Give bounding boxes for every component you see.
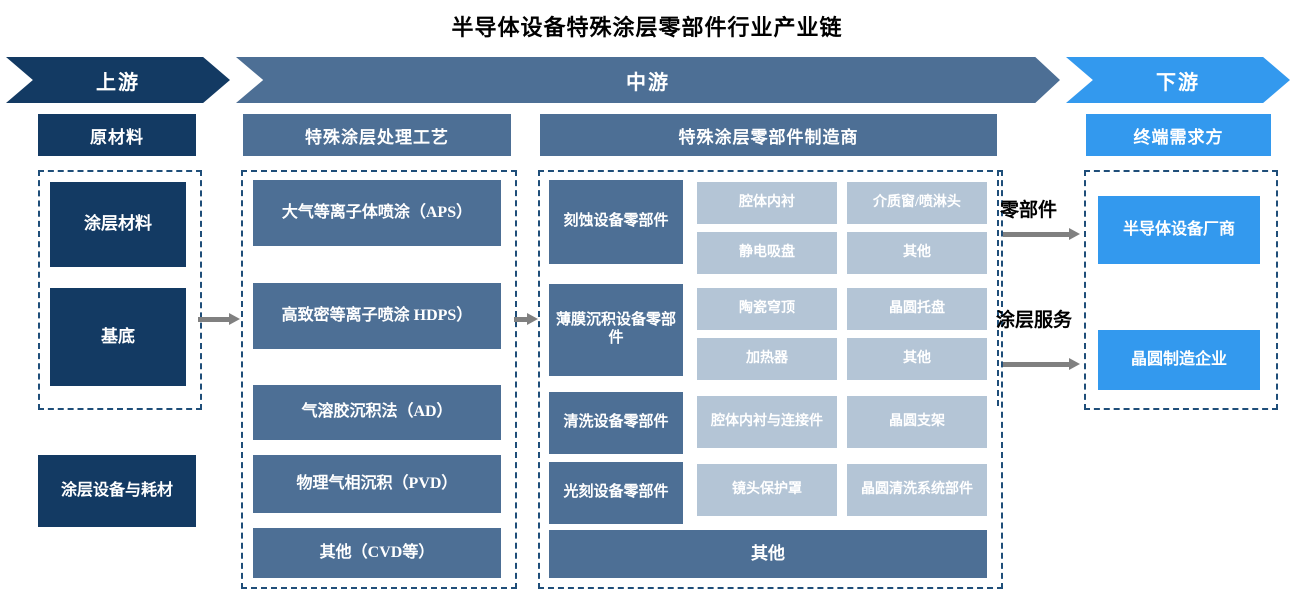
box-category-cleaning: 清洗设备零部件 <box>549 392 683 454</box>
box-part-heater: 加热器 <box>697 338 837 380</box>
box-part-lens-cover: 镜头保护罩 <box>697 464 837 516</box>
stage-label-downstream: 下游 <box>1156 71 1200 94</box>
box-semiconductor-equipment-maker: 半导体设备厂商 <box>1098 196 1260 264</box>
box-category-lithography: 光刻设备零部件 <box>549 462 683 524</box>
box-category-etching: 刻蚀设备零部件 <box>549 180 683 264</box>
page-title: 半导体设备特殊涂层零部件行业产业链 <box>451 15 843 40</box>
box-substrate: 基底 <box>50 288 186 386</box>
box-part-electrostatic-chuck: 静电吸盘 <box>697 232 837 274</box>
box-part-ceramic-dome: 陶瓷穹顶 <box>697 288 837 330</box>
group-outline-process <box>241 170 517 589</box>
stage-label-midstream: 中游 <box>626 71 670 94</box>
stage-banner-upstream: 上游 <box>6 57 230 103</box>
flow-label-components: 零部件 <box>1000 200 1058 221</box>
arrow-maker-to-wafer-fab <box>1003 358 1081 370</box>
arrow-maker-to-equipment-maker <box>1003 228 1081 240</box>
box-coating-material: 涂层材料 <box>50 182 186 267</box>
arrow-process-to-maker <box>514 313 538 325</box>
stage-label-upstream: 上游 <box>96 71 140 94</box>
group-outline-maker <box>538 170 1003 589</box>
box-maker-other: 其他 <box>549 530 987 578</box>
box-part-liner-and-connector: 腔体内衬与连接件 <box>697 396 837 448</box>
box-coating-equipment-consumables: 涂层设备与耗材 <box>38 455 196 527</box>
box-part-wafer-holder: 晶圆支架 <box>847 396 987 448</box>
box-process-other-cvd: 其他（CVD等） <box>253 528 501 578</box>
stage-banner-midstream: 中游 <box>236 57 1060 103</box>
box-part-wafer-tray: 晶圆托盘 <box>847 288 987 330</box>
box-process-ad: 气溶胶沉积法（AD） <box>253 385 501 440</box>
group-outline-downstream <box>1084 170 1278 410</box>
section-header-end-demand: 终端需求方 <box>1086 114 1271 156</box>
box-category-deposition: 薄膜沉积设备零部件 <box>549 284 683 376</box>
box-part-deposition-other: 其他 <box>847 338 987 380</box>
section-header-raw-materials: 原材料 <box>38 114 196 156</box>
box-process-pvd: 物理气相沉积（PVD） <box>253 455 501 513</box>
box-part-etching-other: 其他 <box>847 232 987 274</box>
flow-label-coating-service: 涂层服务 <box>996 310 1073 331</box>
box-process-hdps: 高致密等离子喷涂 HDPS） <box>253 283 501 349</box>
box-process-aps: 大气等离子体喷涂（APS） <box>253 180 501 246</box>
box-part-chamber-liner: 腔体内衬 <box>697 182 837 224</box>
box-wafer-fab-company: 晶圆制造企业 <box>1098 330 1260 390</box>
group-outline-flow-label-divider <box>997 170 999 406</box>
box-part-dielectric-window-showerhead: 介质窗/喷淋头 <box>847 182 987 224</box>
section-header-component-maker: 特殊涂层零部件制造商 <box>540 114 997 156</box>
group-outline-upstream <box>38 170 202 410</box>
section-header-coating-process: 特殊涂层处理工艺 <box>243 114 511 156</box>
stage-banner-downstream: 下游 <box>1066 57 1290 103</box>
arrow-upstream-to-process <box>198 313 240 325</box>
box-part-wafer-cleaning-system: 晶圆清洗系统部件 <box>847 464 987 516</box>
